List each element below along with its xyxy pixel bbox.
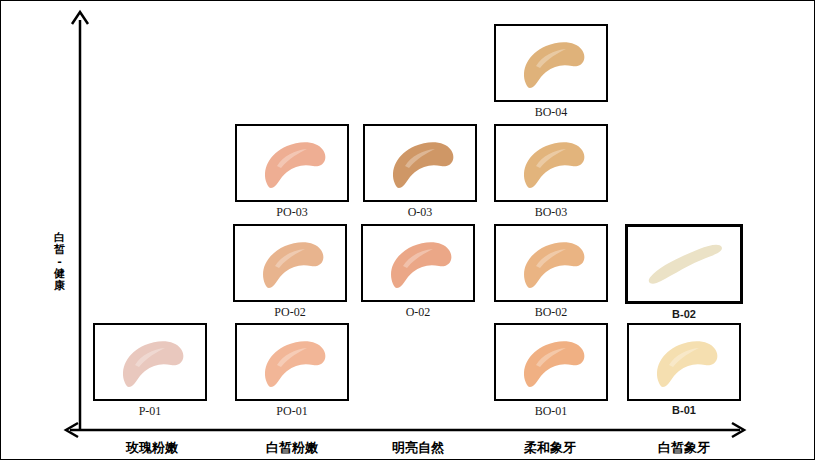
shade-code: BO-04 bbox=[486, 105, 616, 120]
shade-code: PO-01 bbox=[227, 404, 357, 419]
swatch-highlight bbox=[536, 149, 566, 168]
category-label: 玫瑰粉嫩 bbox=[126, 439, 178, 457]
swatch-smear bbox=[649, 245, 722, 284]
swatch-highlight bbox=[536, 348, 566, 367]
swatch-highlight bbox=[536, 49, 566, 68]
foundation-swatch bbox=[363, 226, 473, 300]
arrowhead bbox=[732, 423, 744, 437]
shade-box: BO-04 bbox=[494, 24, 608, 102]
swatch-highlight bbox=[403, 249, 433, 268]
swatch-highlight bbox=[277, 348, 307, 367]
foundation-swatch bbox=[95, 325, 205, 399]
swatch-highlight bbox=[669, 348, 699, 367]
category-label: 白皙象牙 bbox=[658, 439, 710, 457]
shade-code: PO-02 bbox=[225, 305, 355, 320]
swatch-smear bbox=[524, 341, 584, 387]
shade-box: BO-01 bbox=[494, 323, 608, 401]
swatch-smear bbox=[263, 242, 323, 288]
foundation-swatch bbox=[496, 226, 606, 300]
shade-code: B-02 bbox=[618, 308, 750, 320]
swatch-highlight bbox=[277, 149, 307, 168]
shade-box: PO-02 bbox=[233, 224, 347, 302]
foundation-swatch bbox=[365, 126, 475, 200]
foundation-swatch bbox=[628, 227, 740, 301]
foundation-swatch bbox=[235, 226, 345, 300]
shade-code: BO-01 bbox=[486, 404, 616, 419]
swatch-smear bbox=[657, 341, 717, 387]
foundation-swatch bbox=[496, 26, 606, 100]
shade-box: PO-03 bbox=[235, 124, 349, 202]
foundation-swatch bbox=[237, 126, 347, 200]
shade-box: BO-02 bbox=[494, 224, 608, 302]
swatch-smear bbox=[391, 242, 451, 288]
arrowhead bbox=[66, 423, 78, 437]
swatch-smear bbox=[265, 341, 325, 387]
shade-code: B-01 bbox=[619, 404, 749, 416]
arrowhead bbox=[72, 12, 88, 24]
shade-box: B-02 bbox=[625, 224, 743, 304]
foundation-swatch bbox=[237, 325, 347, 399]
swatch-highlight bbox=[536, 249, 566, 268]
shade-code: BO-03 bbox=[486, 205, 616, 220]
y-axis bbox=[79, 20, 82, 431]
shade-box: PO-01 bbox=[235, 323, 349, 401]
swatch-highlight bbox=[405, 149, 435, 168]
shade-code: O-03 bbox=[355, 205, 485, 220]
shade-box: P-01 bbox=[93, 323, 207, 401]
category-label: 柔和象牙 bbox=[524, 439, 576, 457]
swatch-smear bbox=[524, 242, 584, 288]
x-axis bbox=[70, 429, 740, 432]
shade-box: O-03 bbox=[363, 124, 477, 202]
swatch-smear bbox=[524, 42, 584, 88]
swatch-smear bbox=[265, 142, 325, 188]
shade-code: BO-02 bbox=[486, 305, 616, 320]
shade-code: PO-03 bbox=[227, 205, 357, 220]
shade-box: BO-03 bbox=[494, 124, 608, 202]
shade-code: P-01 bbox=[85, 404, 215, 419]
foundation-swatch bbox=[496, 126, 606, 200]
foundation-swatch bbox=[496, 325, 606, 399]
swatch-highlight bbox=[275, 249, 305, 268]
swatch-smear bbox=[524, 142, 584, 188]
category-label: 明亮自然 bbox=[392, 439, 444, 457]
swatch-smear bbox=[393, 142, 453, 188]
axis-title: 白皙 - 健康 bbox=[54, 232, 65, 292]
shade-box: B-01 bbox=[627, 323, 741, 401]
swatch-highlight bbox=[135, 348, 165, 367]
shade-box: O-02 bbox=[361, 224, 475, 302]
foundation-swatch bbox=[629, 325, 739, 399]
shade-code: O-02 bbox=[353, 305, 483, 320]
category-label: 白皙粉嫩 bbox=[266, 439, 318, 457]
swatch-smear bbox=[123, 341, 183, 387]
